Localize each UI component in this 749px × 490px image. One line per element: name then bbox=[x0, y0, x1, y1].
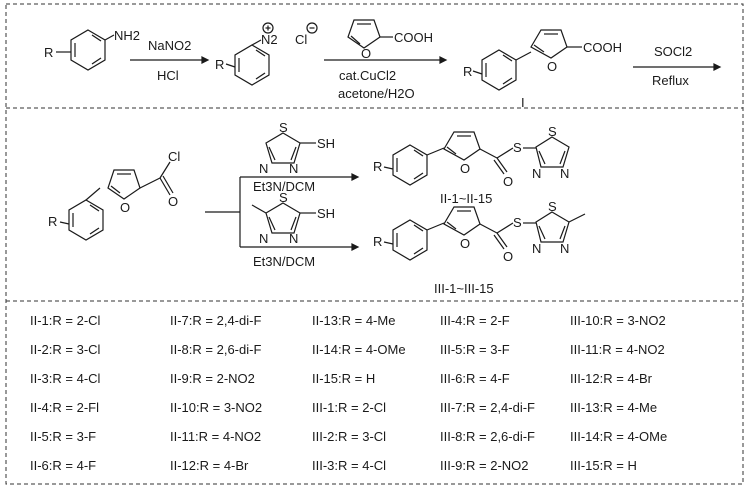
svg-text:O: O bbox=[503, 249, 513, 264]
svg-text:O: O bbox=[361, 46, 371, 61]
svg-text:S: S bbox=[548, 199, 557, 214]
substituent-entry: III-11:R = 4-NO2 bbox=[570, 342, 665, 357]
step2-catalyst: cat.CuCl2 bbox=[339, 68, 396, 83]
svg-text:R: R bbox=[373, 234, 382, 249]
svg-text:Cl: Cl bbox=[168, 149, 180, 164]
svg-text:S: S bbox=[279, 120, 288, 135]
diazonium-structure bbox=[225, 22, 318, 86]
svg-text:R: R bbox=[463, 64, 472, 79]
svg-text:R: R bbox=[44, 45, 53, 60]
svg-text:Cl: Cl bbox=[295, 32, 307, 47]
atom-labels: R NH2 R N2 Cl O COOH R O COOH R O Cl O S… bbox=[44, 28, 622, 264]
substituent-entry: II-8:R = 2,6-di-F bbox=[170, 342, 262, 357]
substituent-entry: II-12:R = 4-Br bbox=[170, 458, 249, 473]
svg-text:N: N bbox=[560, 241, 569, 256]
substituent-entry: III-12:R = 4-Br bbox=[570, 371, 652, 386]
substituent-entry: II-3:R = 4-Cl bbox=[30, 371, 101, 386]
substituent-entry: II-11:R = 4-NO2 bbox=[170, 429, 262, 444]
substituent-entry: II-10:R = 3-NO2 bbox=[170, 400, 263, 415]
thiadiazole-thiol-upper bbox=[265, 132, 316, 164]
furoic-acid-reagent bbox=[347, 19, 393, 49]
step1-reagent-bottom: HCl bbox=[157, 68, 179, 83]
substituent-entry: III-9:R = 2-NO2 bbox=[440, 458, 529, 473]
svg-text:N: N bbox=[560, 166, 569, 181]
substituent-entry: III-8:R = 2,6-di-F bbox=[440, 429, 535, 444]
svg-text:R: R bbox=[373, 159, 382, 174]
compound-I-label: I bbox=[521, 95, 525, 110]
aniline-structure bbox=[56, 29, 115, 71]
svg-text:N: N bbox=[259, 161, 268, 176]
step3-reagent-top: SOCl2 bbox=[654, 44, 692, 59]
svg-text:R: R bbox=[215, 57, 224, 72]
upper-thiol-sh: SH bbox=[317, 136, 335, 151]
svg-text:S: S bbox=[513, 215, 522, 230]
product-III-structure bbox=[383, 206, 586, 261]
substituent-entry: III-13:R = 4-Me bbox=[570, 400, 658, 415]
substituent-entry: III-10:R = 3-NO2 bbox=[570, 313, 666, 328]
svg-text:O: O bbox=[460, 236, 470, 251]
svg-text:N: N bbox=[532, 166, 541, 181]
substituent-entry: III-2:R = 3-Cl bbox=[312, 429, 387, 444]
substituent-entry: II-4:R = 2-Fl bbox=[30, 400, 99, 415]
substituent-entry: II-2:R = 3-Cl bbox=[30, 342, 101, 357]
substituent-entry: III-15:R = H bbox=[570, 458, 637, 473]
product-II-range: II-1~II-15 bbox=[440, 191, 492, 206]
svg-text:N: N bbox=[259, 231, 268, 246]
substituent-entry: III-7:R = 2,4-di-F bbox=[440, 400, 535, 415]
lower-thiol-sh: SH bbox=[317, 206, 335, 221]
acid-chloride-structure bbox=[59, 161, 174, 241]
substituent-entry: III-5:R = 3-F bbox=[440, 342, 510, 357]
svg-text:R: R bbox=[48, 214, 57, 229]
svg-text:S: S bbox=[513, 140, 522, 155]
compound-I-structure bbox=[472, 29, 582, 91]
substituent-entry: II-6:R = 4-F bbox=[30, 458, 97, 473]
svg-text:COOH: COOH bbox=[583, 40, 622, 55]
step2-solvent: acetone/H2O bbox=[338, 86, 415, 101]
product-III-range: III-1~III-15 bbox=[434, 281, 494, 296]
svg-text:S: S bbox=[279, 190, 288, 205]
step3-reagent-bottom: Reflux bbox=[652, 73, 689, 88]
reagent-cooh: COOH bbox=[394, 30, 433, 45]
svg-text:O: O bbox=[168, 194, 178, 209]
svg-text:NH2: NH2 bbox=[114, 28, 140, 43]
substituent-entry: II-13:R = 4-Me bbox=[312, 313, 396, 328]
upper-branch-reagent: Et3N/DCM bbox=[253, 179, 315, 194]
substituent-entry: II-14:R = 4-OMe bbox=[312, 342, 406, 357]
svg-text:N: N bbox=[289, 231, 298, 246]
substituent-entry: II-7:R = 2,4-di-F bbox=[170, 313, 262, 328]
svg-text:N2: N2 bbox=[261, 32, 278, 47]
substituent-entry: III-6:R = 4-F bbox=[440, 371, 510, 386]
svg-text:O: O bbox=[547, 59, 557, 74]
substituent-entry: II-1:R = 2-Cl bbox=[30, 313, 101, 328]
substituent-entry: III-4:R = 2-F bbox=[440, 313, 510, 328]
substituent-entry: III-3:R = 4-Cl bbox=[312, 458, 387, 473]
substituent-entry: III-14:R = 4-OMe bbox=[570, 429, 668, 444]
product-II-structure bbox=[383, 131, 570, 186]
svg-text:N: N bbox=[532, 241, 541, 256]
step1-reagent-top: NaNO2 bbox=[148, 38, 191, 53]
substituent-entry: II-15:R = H bbox=[312, 371, 376, 386]
lower-branch-reagent: Et3N/DCM bbox=[253, 254, 315, 269]
substituent-entry: III-1:R = 2-Cl bbox=[312, 400, 387, 415]
svg-text:O: O bbox=[120, 200, 130, 215]
svg-text:S: S bbox=[548, 124, 557, 139]
outer-dashed-frame bbox=[5, 3, 744, 485]
svg-text:O: O bbox=[503, 174, 513, 189]
substituent-entry: II-5:R = 3-F bbox=[30, 429, 97, 444]
svg-text:O: O bbox=[460, 161, 470, 176]
methyl-thiadiazole-thiol-lower bbox=[251, 202, 316, 234]
svg-text:N: N bbox=[289, 161, 298, 176]
substituent-entry: II-9:R = 2-NO2 bbox=[170, 371, 255, 386]
